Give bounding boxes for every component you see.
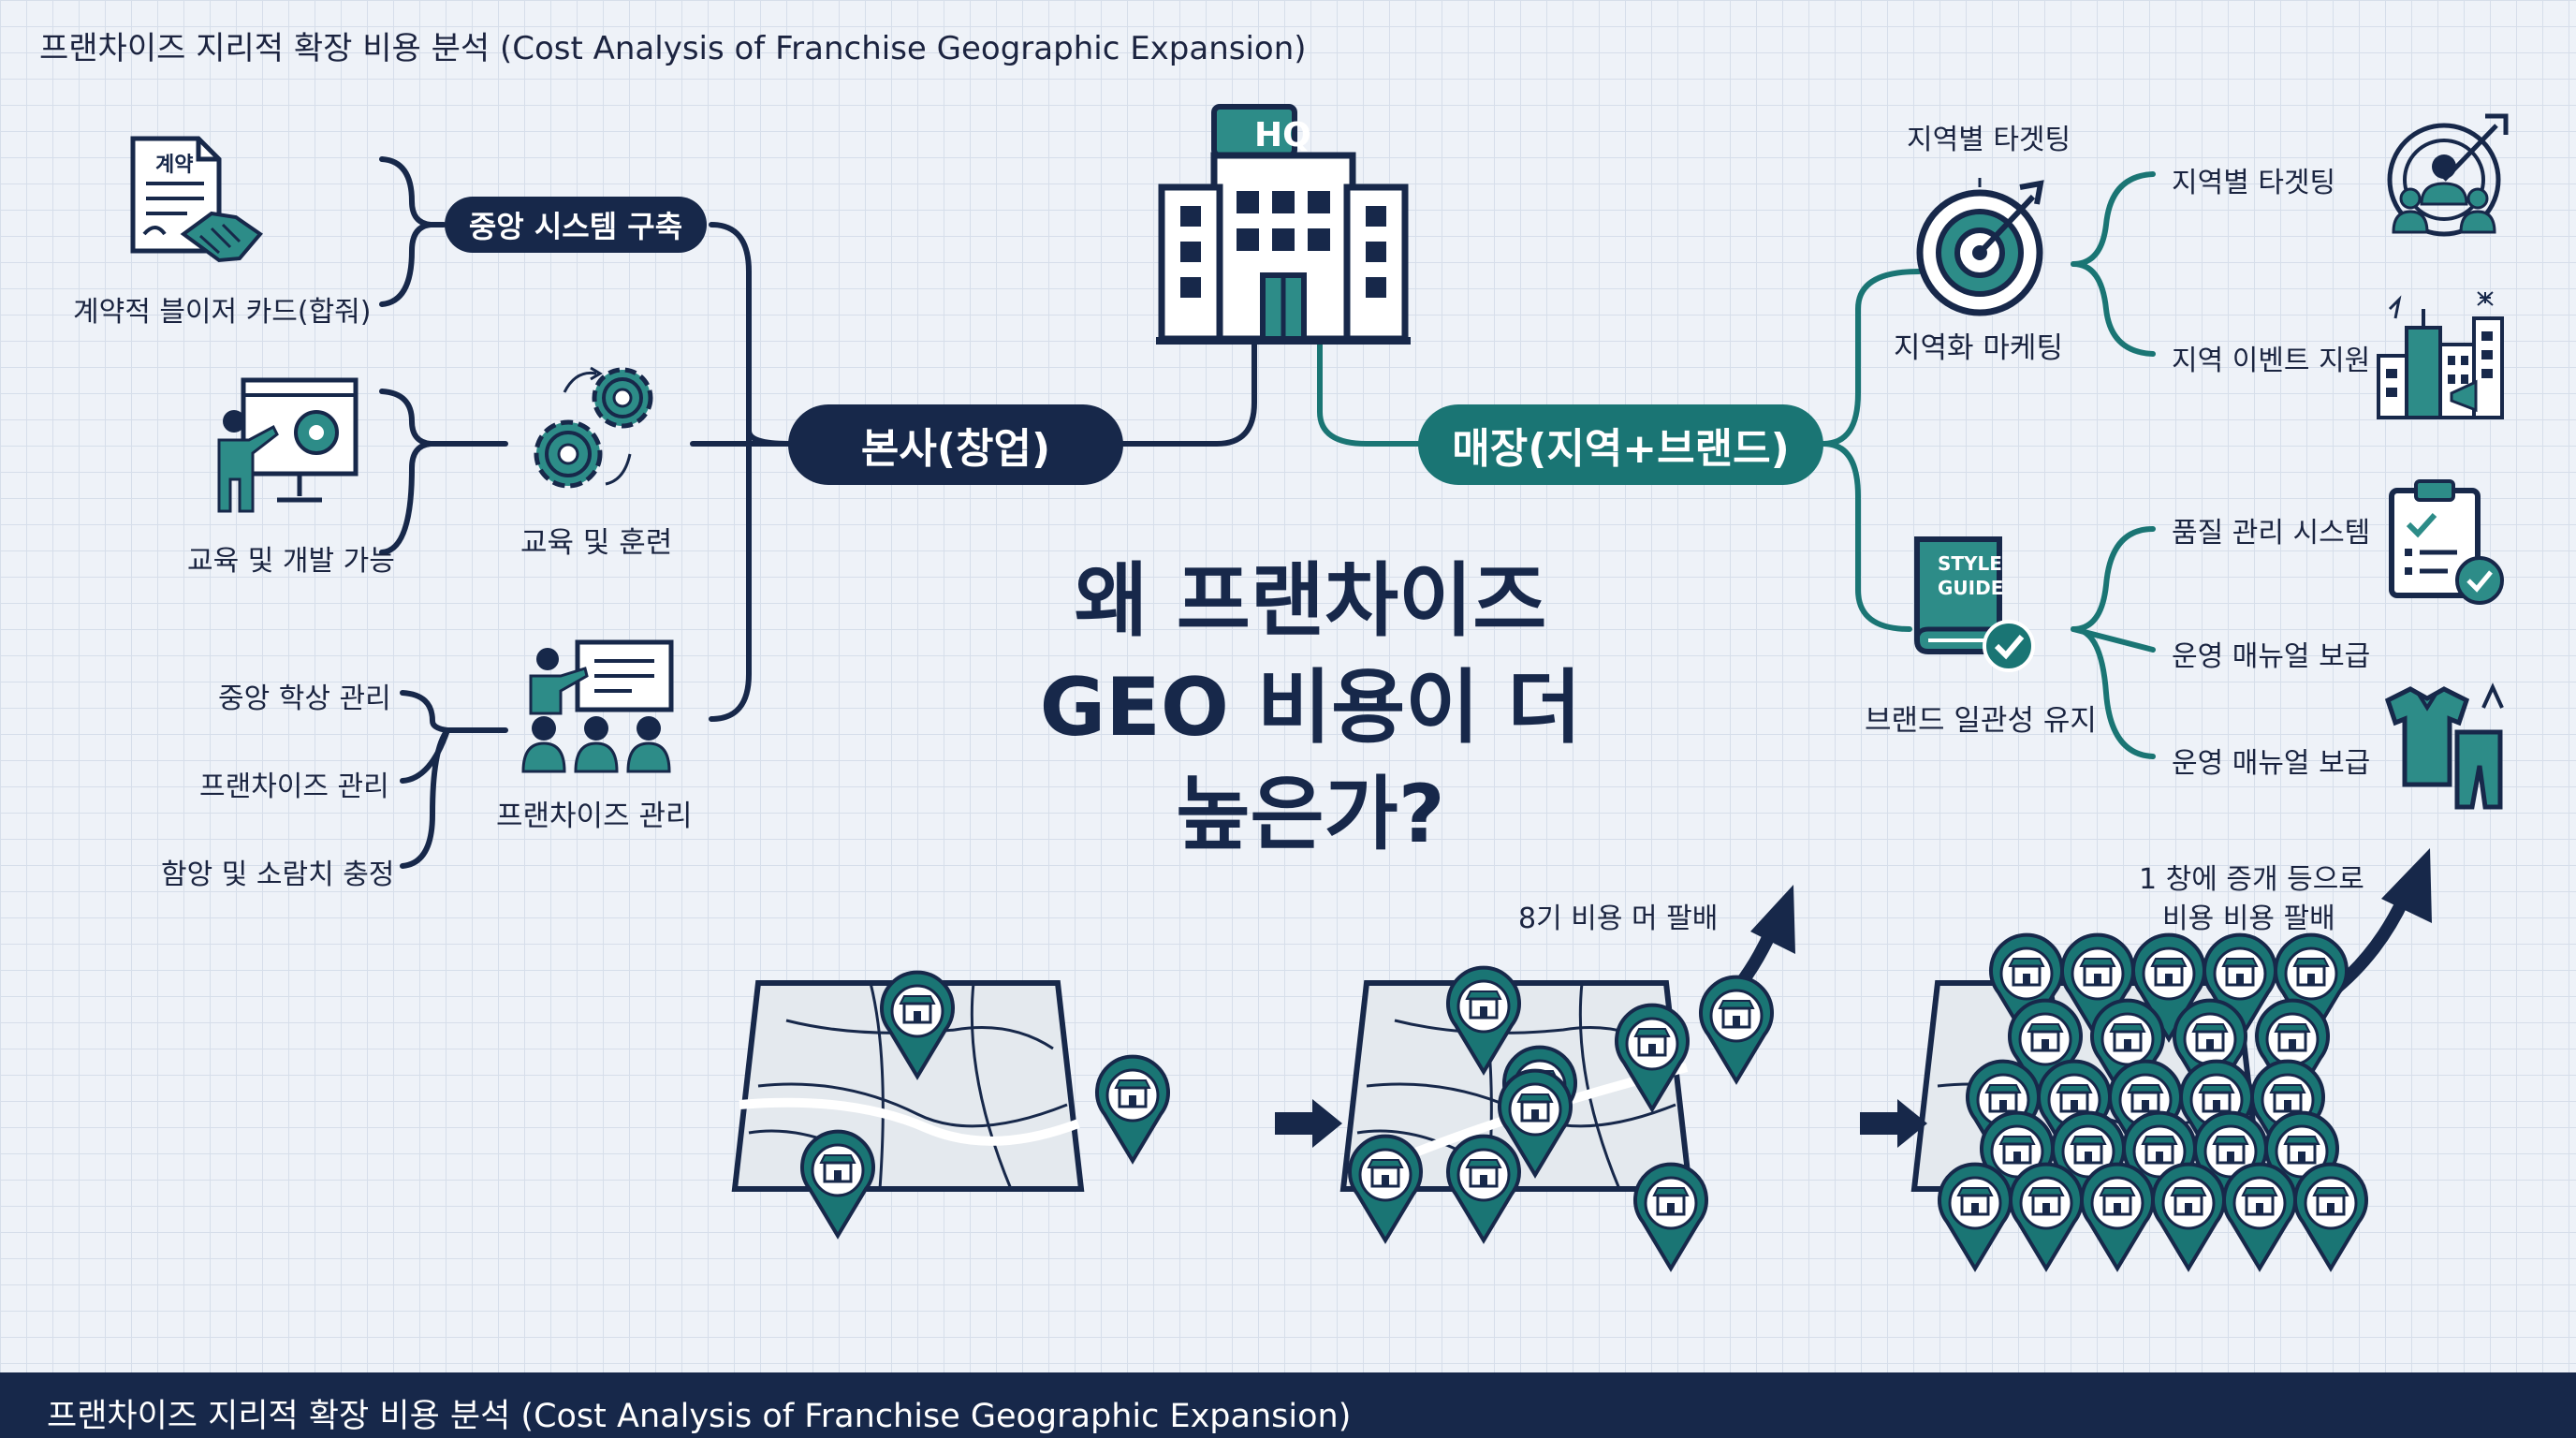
gears-icon bbox=[534, 366, 653, 489]
quality-checklist-icon bbox=[2389, 479, 2504, 605]
brand-consistency-label: 브랜드 일관성 유지 bbox=[1865, 704, 2097, 738]
contract-handshake-icon bbox=[130, 136, 263, 263]
store-pin-icon bbox=[1989, 932, 2064, 1043]
city-event-icon bbox=[2377, 291, 2504, 419]
meeting-presentation-icon bbox=[521, 639, 674, 773]
hq-sign: HQ bbox=[1254, 116, 1311, 154]
store-pin-icon bbox=[1938, 1162, 2012, 1272]
edu-dev-label: 교육 및 개발 가능 bbox=[187, 545, 395, 578]
map-3-cost-label-2: 비용 비용 팔배 bbox=[2162, 902, 2335, 935]
style-guide-text-1: STYLE bbox=[1938, 552, 2002, 575]
store-pin-icon bbox=[2060, 932, 2135, 1043]
central-system-label: 중앙 시스템 구축 bbox=[468, 209, 683, 244]
fr-item-3: 함앙 및 소람치 충정 bbox=[161, 858, 395, 891]
style-guide-text-2: GUIDE bbox=[1938, 577, 2004, 599]
footer-bar bbox=[0, 1372, 2576, 1438]
map-3-cost-label-1: 1 창에 증개 등으로 bbox=[2139, 863, 2364, 896]
contract-label: 계약적 블이저 카드(합줘) bbox=[73, 296, 372, 329]
map-arrow-right-icon bbox=[1860, 1099, 1927, 1148]
franchise-mgmt-label: 프랜차이즈 관리 bbox=[496, 800, 693, 833]
store-pin-icon bbox=[800, 1129, 875, 1240]
store-pin-icon bbox=[2080, 1162, 2155, 1272]
store-pin-icon bbox=[2274, 932, 2349, 1043]
store-pin-icon bbox=[2173, 998, 2247, 1108]
store-pin-icon bbox=[880, 970, 955, 1080]
map-arrow-right-icon bbox=[1275, 1099, 1342, 1148]
store-pin-icon bbox=[1498, 1068, 1573, 1179]
page-title: 프랜차이즈 지리적 확장 비용 분석 (Cost Analysis of Fra… bbox=[39, 30, 1307, 67]
store-pin-icon bbox=[1095, 1054, 1170, 1165]
audience-target-icon bbox=[2387, 113, 2509, 237]
central-question: 왜 프랜차이즈 GEO 비용이 더 높은가? bbox=[1039, 554, 1582, 861]
store-pin-icon bbox=[1446, 1134, 1521, 1244]
quality-item-label: 품질 관리 시스템 bbox=[2172, 517, 2371, 550]
store-pin-icon bbox=[2131, 932, 2206, 1043]
target-arrow-icon bbox=[1916, 178, 2044, 316]
store-node-label: 매장(지역+브랜드) bbox=[1452, 425, 1790, 473]
central-system-node: 중앙 시스템 구축 bbox=[445, 197, 707, 253]
style-guide-book-icon bbox=[1914, 536, 2035, 672]
store-pin-icon bbox=[1348, 1134, 1423, 1244]
store-pin-icon bbox=[2090, 998, 2165, 1108]
store-pin-icon bbox=[1699, 975, 1774, 1085]
store-pin-icon bbox=[1633, 1162, 1708, 1272]
store-pin-icon bbox=[2051, 1110, 2126, 1221]
store-pin-icon bbox=[2222, 1162, 2297, 1272]
store-pin-icon bbox=[2293, 1162, 2368, 1272]
store-pin-icon bbox=[2009, 1162, 2084, 1272]
footer-title: 프랜차이즈 지리적 확장 비용 분석 (Cost Analysis of Fra… bbox=[47, 1398, 1352, 1435]
store-pin-icon bbox=[1446, 965, 1521, 1076]
fr-item-1: 중앙 학상 관리 bbox=[218, 682, 391, 715]
fr-item-2: 프랜차이즈 관리 bbox=[199, 770, 389, 803]
event-item-label: 지역 이벤트 지원 bbox=[2172, 345, 2371, 377]
manual-item-2-label: 운영 매뉴얼 보급 bbox=[2172, 747, 2371, 780]
target-top-label: 지역별 타겟팅 bbox=[1907, 124, 2071, 156]
store-pin-icon bbox=[2264, 1110, 2339, 1221]
store-node: 매장(지역+브랜드) bbox=[1418, 404, 1823, 485]
presentation-board-icon bbox=[217, 377, 359, 513]
store-pin-icon bbox=[2008, 998, 2083, 1108]
hq-building-icon bbox=[1156, 104, 1411, 345]
hq-node: 본사(창업) bbox=[788, 404, 1123, 485]
edu-train-label: 교육 및 훈련 bbox=[520, 526, 673, 560]
store-pin-icon bbox=[1980, 1110, 2055, 1221]
contract-doc-title: 계약 bbox=[155, 154, 194, 177]
uniform-clothing-icon bbox=[2384, 682, 2504, 810]
local-marketing-label: 지역화 마케팅 bbox=[1894, 331, 2063, 365]
target-item-label: 지역별 타겟팅 bbox=[2172, 167, 2336, 199]
map-2-cost-label: 8기 비용 머 팔배 bbox=[1518, 902, 1719, 935]
store-pin-icon bbox=[2255, 998, 2330, 1108]
hq-node-label: 본사(창업) bbox=[860, 425, 1051, 473]
manual-item-1-label: 운영 매뉴얼 보급 bbox=[2172, 640, 2371, 673]
store-pin-icon bbox=[1615, 1003, 1690, 1113]
store-pin-icon bbox=[2151, 1162, 2226, 1272]
